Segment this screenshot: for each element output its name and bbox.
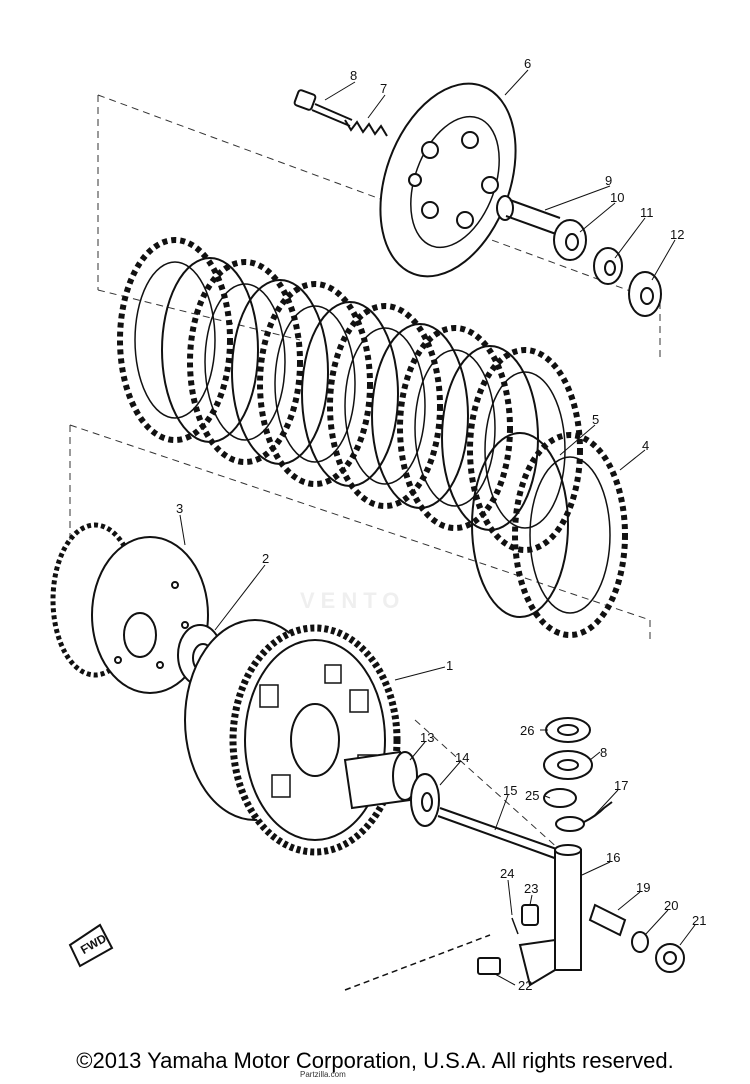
callout-13: 13 xyxy=(420,730,434,745)
bearing-part-8-lower xyxy=(543,750,593,780)
spring-part-7 xyxy=(344,119,388,137)
friction-plate-stack-parts-4-5 xyxy=(117,237,628,638)
callout-7: 7 xyxy=(380,81,387,96)
washer-part-11 xyxy=(593,247,623,285)
washer-part-14 xyxy=(410,773,440,827)
adjusting-screw-part-19 xyxy=(588,903,627,937)
nut-part-21 xyxy=(655,943,685,973)
callout-15: 15 xyxy=(503,783,517,798)
cable-dashed xyxy=(344,934,491,991)
clip-part-22 xyxy=(477,957,501,975)
copyright-text: ©2013 Yamaha Motor Corporation, U.S.A. A… xyxy=(76,1048,674,1073)
fwd-arrow-icon: FWD xyxy=(68,923,114,968)
spring-part-17 xyxy=(555,801,613,832)
callout-16: 16 xyxy=(606,850,620,865)
push-rod-part-9 xyxy=(496,195,561,235)
push-lever-shaft-part-16 xyxy=(518,844,582,987)
callout-5: 5 xyxy=(592,412,599,427)
bolt-part-8 xyxy=(293,89,353,127)
callout-19: 19 xyxy=(636,880,650,895)
callout-26: 26 xyxy=(520,723,534,738)
callout-8: 8 xyxy=(350,68,357,83)
callout-23: 23 xyxy=(524,881,538,896)
callout-25: 25 xyxy=(525,788,539,803)
washer-part-20 xyxy=(631,931,649,953)
clutch-housing-part-1 xyxy=(184,619,401,856)
callout-21: 21 xyxy=(692,913,706,928)
bushing-part-13 xyxy=(343,750,418,810)
callout-numbers: 8 7 6 9 10 11 12 3 2 5 4 1 13 14 15 26 8… xyxy=(176,56,706,993)
clutch-boss-part-3 xyxy=(50,522,209,694)
callout-9: 9 xyxy=(605,173,612,188)
callout-11: 11 xyxy=(640,205,654,220)
seal-part-26 xyxy=(545,717,591,743)
callout-6: 6 xyxy=(524,56,531,71)
credit-text: Partzilla.com xyxy=(300,1070,346,1079)
wire-part-24 xyxy=(511,917,519,935)
callout-3: 3 xyxy=(176,501,183,516)
callout-12: 12 xyxy=(670,227,684,242)
washer-part-12 xyxy=(628,271,662,317)
callout-8-lower: 8 xyxy=(600,745,607,760)
bearing-part-10 xyxy=(553,219,587,261)
pressure-plate-part-6 xyxy=(379,82,517,278)
callout-22: 22 xyxy=(518,978,532,993)
watermark: VENTO xyxy=(300,588,406,613)
callout-24: 24 xyxy=(500,866,514,881)
callout-2: 2 xyxy=(262,551,269,566)
callout-20: 20 xyxy=(664,898,678,913)
pin-part-23 xyxy=(521,904,539,926)
push-rod-part-15 xyxy=(437,807,566,861)
callout-leader-lines xyxy=(179,69,696,986)
seal-part-25 xyxy=(543,788,577,808)
callout-14: 14 xyxy=(455,750,469,765)
callout-1: 1 xyxy=(446,658,453,673)
callout-10: 10 xyxy=(610,190,624,205)
callout-17: 17 xyxy=(614,778,628,793)
callout-4: 4 xyxy=(642,438,649,453)
